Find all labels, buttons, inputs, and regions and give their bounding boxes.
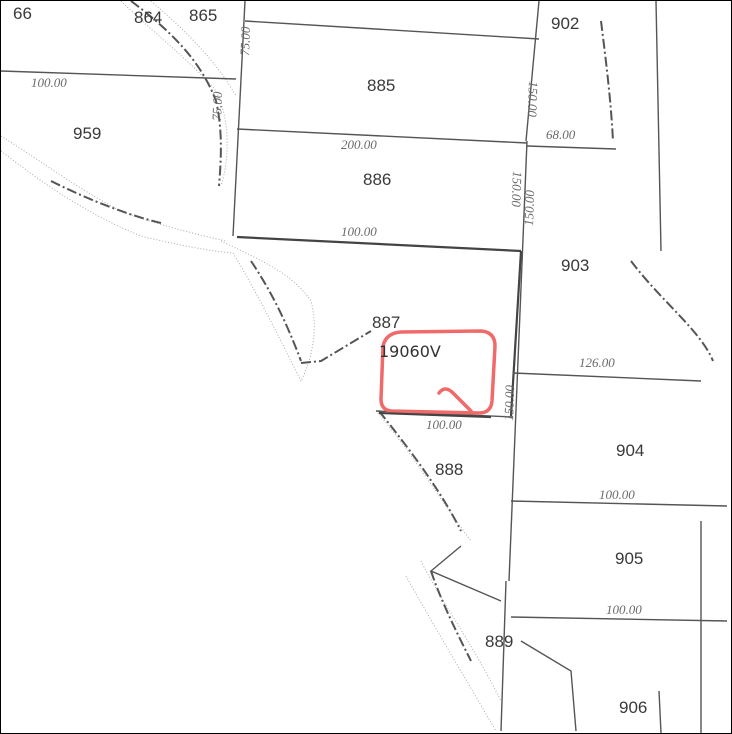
dimension-label: 75.00 bbox=[237, 26, 253, 56]
dimension-label: 150.00 bbox=[525, 81, 541, 118]
highlighted-parcel bbox=[378, 329, 497, 419]
parcel-label-906: 906 bbox=[619, 698, 647, 717]
parcel-label-889: 889 bbox=[485, 632, 513, 651]
dimension-labels: 100.00 200.00 100.00 68.00 126.00 100.00… bbox=[31, 26, 642, 617]
parcel-label-902: 902 bbox=[551, 14, 579, 33]
creek-banks bbox=[1, 1, 502, 732]
dimension-label: 100.00 bbox=[599, 487, 635, 502]
dimension-label: 150.00 bbox=[501, 384, 517, 421]
handwritten-note: 19060V bbox=[379, 342, 441, 361]
parcel-label-905: 905 bbox=[615, 549, 643, 568]
parcel-label-66: 66 bbox=[13, 4, 32, 23]
parcel-label-888: 888 bbox=[435, 460, 463, 479]
parcel-label-903: 903 bbox=[561, 256, 589, 275]
parcel-label-865: 865 bbox=[189, 6, 217, 25]
parcel-label-959: 959 bbox=[73, 124, 101, 143]
parcel-label-904: 904 bbox=[616, 441, 644, 460]
dimension-label: 150.00 bbox=[521, 189, 537, 226]
dimension-label: 100.00 bbox=[606, 602, 642, 617]
parcel-label-887: 887 bbox=[372, 313, 400, 332]
dimension-label: 200.00 bbox=[341, 137, 377, 152]
dimension-label: 75.00 bbox=[209, 91, 225, 121]
dimension-label: 100.00 bbox=[341, 224, 377, 239]
dimension-label: 126.00 bbox=[579, 355, 615, 370]
parcel-label-886: 886 bbox=[363, 170, 391, 189]
parcel-labels: 66 864 865 885 886 887 888 889 902 903 9… bbox=[13, 4, 647, 717]
dimension-label: 68.00 bbox=[546, 127, 576, 142]
dimension-label: 100.00 bbox=[31, 75, 67, 90]
dimension-label: 100.00 bbox=[426, 417, 462, 432]
creek-centerline bbox=[50, 1, 714, 662]
parcel-label-885: 885 bbox=[367, 76, 395, 95]
dimension-label: 150.00 bbox=[509, 171, 525, 208]
parcel-label-864: 864 bbox=[134, 8, 162, 27]
